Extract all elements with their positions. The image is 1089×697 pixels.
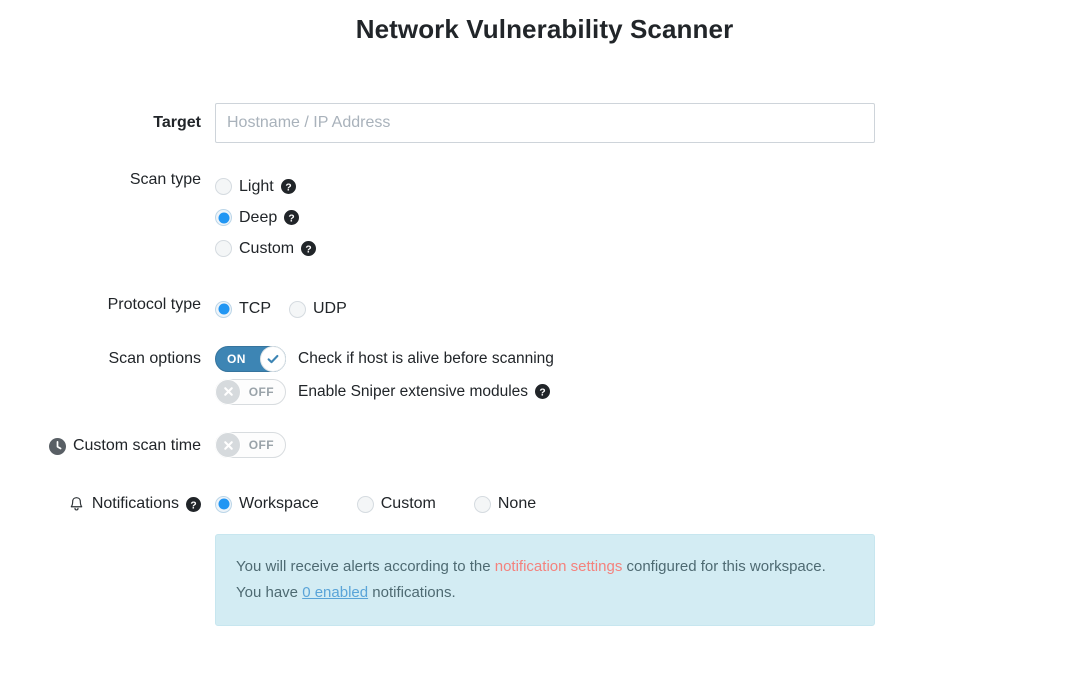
svg-text:?: ? — [289, 213, 295, 224]
radio-label-light: Light — [239, 177, 274, 195]
radio-deep[interactable]: Deep — [215, 209, 277, 227]
radio-label-udp: UDP — [313, 300, 347, 317]
help-icon-custom[interactable]: ? — [301, 241, 317, 256]
scan-options-label: Scan options — [108, 349, 201, 367]
radio-workspace[interactable]: Workspace — [215, 495, 319, 513]
scan-type-options: Light ? Deep ? Custom — [215, 171, 1089, 264]
target-input[interactable] — [215, 103, 875, 143]
help-icon-light[interactable]: ? — [280, 179, 296, 194]
svg-text:?: ? — [285, 182, 291, 193]
custom-scan-time-control: OFF — [215, 432, 1089, 463]
toggle-sniper-state: OFF — [248, 384, 274, 399]
clock-icon — [48, 437, 66, 455]
target-row: Target — [0, 103, 1089, 143]
radio-label-notif-custom: Custom — [380, 495, 436, 512]
info-line2-text-1: You have — [236, 584, 303, 601]
scan-type-label: Scan type — [129, 171, 201, 188]
radio-dot-udp[interactable] — [289, 300, 306, 318]
radio-label-notif-none: None — [497, 495, 537, 512]
scan-option-host-alive-text: Check if host is alive before scanning — [298, 350, 554, 368]
custom-scan-time-label-col: Custom scan time — [0, 432, 215, 460]
scan-option-sniper-text: Enable Sniper extensive modules ? — [298, 382, 551, 401]
radio-label-workspace: Workspace — [239, 495, 319, 512]
scan-type-row: Scan type Light ? Deep ? — [0, 171, 1089, 264]
toggle-sniper-knob — [216, 379, 240, 404]
radio-dot-deep[interactable] — [215, 209, 232, 226]
scan-type-option-custom[interactable]: Custom ? — [215, 233, 1089, 264]
toggle-host-alive-state: ON — [227, 351, 246, 366]
info-line-2: You have 0 enabled notifications. — [236, 580, 854, 606]
scan-option-host-alive: ON Check if host is alive before scannin… — [215, 342, 1089, 375]
svg-text:?: ? — [305, 244, 311, 255]
scan-type-option-deep[interactable]: Deep ? — [215, 202, 1089, 233]
toggle-host-alive-knob — [261, 346, 285, 371]
custom-scan-time-row: Custom scan time OFF — [0, 432, 1089, 463]
radio-dot-notif-custom[interactable] — [356, 495, 374, 513]
toggle-custom-scan-time-knob — [216, 433, 240, 457]
radio-dot-workspace[interactable] — [215, 495, 232, 513]
custom-scan-time-label: Custom scan time — [72, 437, 201, 454]
info-line2-text-2: notifications. — [368, 584, 456, 601]
notifications-label-col: Notifications ? — [0, 491, 215, 517]
toggle-sniper[interactable]: OFF — [215, 378, 286, 405]
radio-label-custom: Custom — [239, 239, 295, 257]
notification-settings-link[interactable]: notification settings — [494, 558, 623, 575]
radio-tcp[interactable]: TCP — [215, 300, 271, 318]
toggle-custom-scan-time-state: OFF — [248, 438, 274, 452]
info-line1-text-2: configured for this workspace. — [622, 558, 826, 575]
scan-option-sniper: OFF Enable Sniper extensive modules ? — [215, 375, 1089, 408]
radio-label-deep: Deep — [239, 208, 278, 226]
scan-type-option-light[interactable]: Light ? — [215, 171, 1089, 202]
svg-text:?: ? — [190, 500, 196, 511]
radio-udp[interactable]: UDP — [289, 300, 347, 318]
notifications-options: Workspace Custom None — [215, 491, 1089, 517]
protocol-type-options: TCP UDP — [215, 296, 1089, 322]
bell-icon — [68, 496, 85, 513]
radio-notif-custom[interactable]: Custom — [356, 495, 436, 513]
scan-option-sniper-label: Enable Sniper extensive modules — [298, 382, 529, 400]
radio-dot-tcp[interactable] — [215, 300, 232, 318]
scan-option-host-alive-label: Check if host is alive before scanning — [298, 349, 554, 367]
radio-notif-none[interactable]: None — [473, 495, 537, 513]
protocol-type-label: Protocol type — [107, 296, 201, 313]
notifications-row: Notifications ? Workspace Custom None — [0, 491, 1089, 517]
info-line1-text-1: You will receive alerts according to the — [236, 558, 495, 575]
page-title: Network Vulnerability Scanner — [355, 14, 734, 44]
help-icon-notifications[interactable]: ? — [186, 496, 201, 512]
scanner-form: Target Scan type Light ? Deep — [0, 103, 1089, 626]
info-line-1: You will receive alerts according to the… — [236, 554, 854, 580]
protocol-type-row: Protocol type TCP UDP — [0, 296, 1089, 322]
svg-text:?: ? — [539, 387, 545, 398]
notifications-label: Notifications — [91, 495, 179, 512]
help-icon-sniper[interactable]: ? — [535, 384, 551, 399]
radio-dot-light[interactable] — [215, 178, 232, 195]
scan-options-row: Scan options ON Check if host is alive b… — [0, 342, 1089, 408]
notifications-info-box: You will receive alerts according to the… — [215, 534, 875, 626]
radio-label-tcp: TCP — [239, 300, 271, 317]
scan-options-list: ON Check if host is alive before scannin… — [215, 342, 1089, 408]
radio-custom[interactable]: Custom — [215, 240, 294, 258]
radio-light[interactable]: Light — [215, 178, 274, 196]
toggle-host-alive[interactable]: ON — [215, 345, 286, 372]
radio-dot-notif-none[interactable] — [473, 495, 491, 513]
target-label: Target — [153, 114, 201, 131]
help-icon-deep[interactable]: ? — [284, 210, 300, 225]
radio-dot-custom[interactable] — [215, 240, 232, 257]
target-control — [215, 103, 1089, 143]
toggle-custom-scan-time[interactable]: OFF — [215, 432, 286, 458]
enabled-notifications-link[interactable]: 0 enabled — [302, 584, 369, 601]
